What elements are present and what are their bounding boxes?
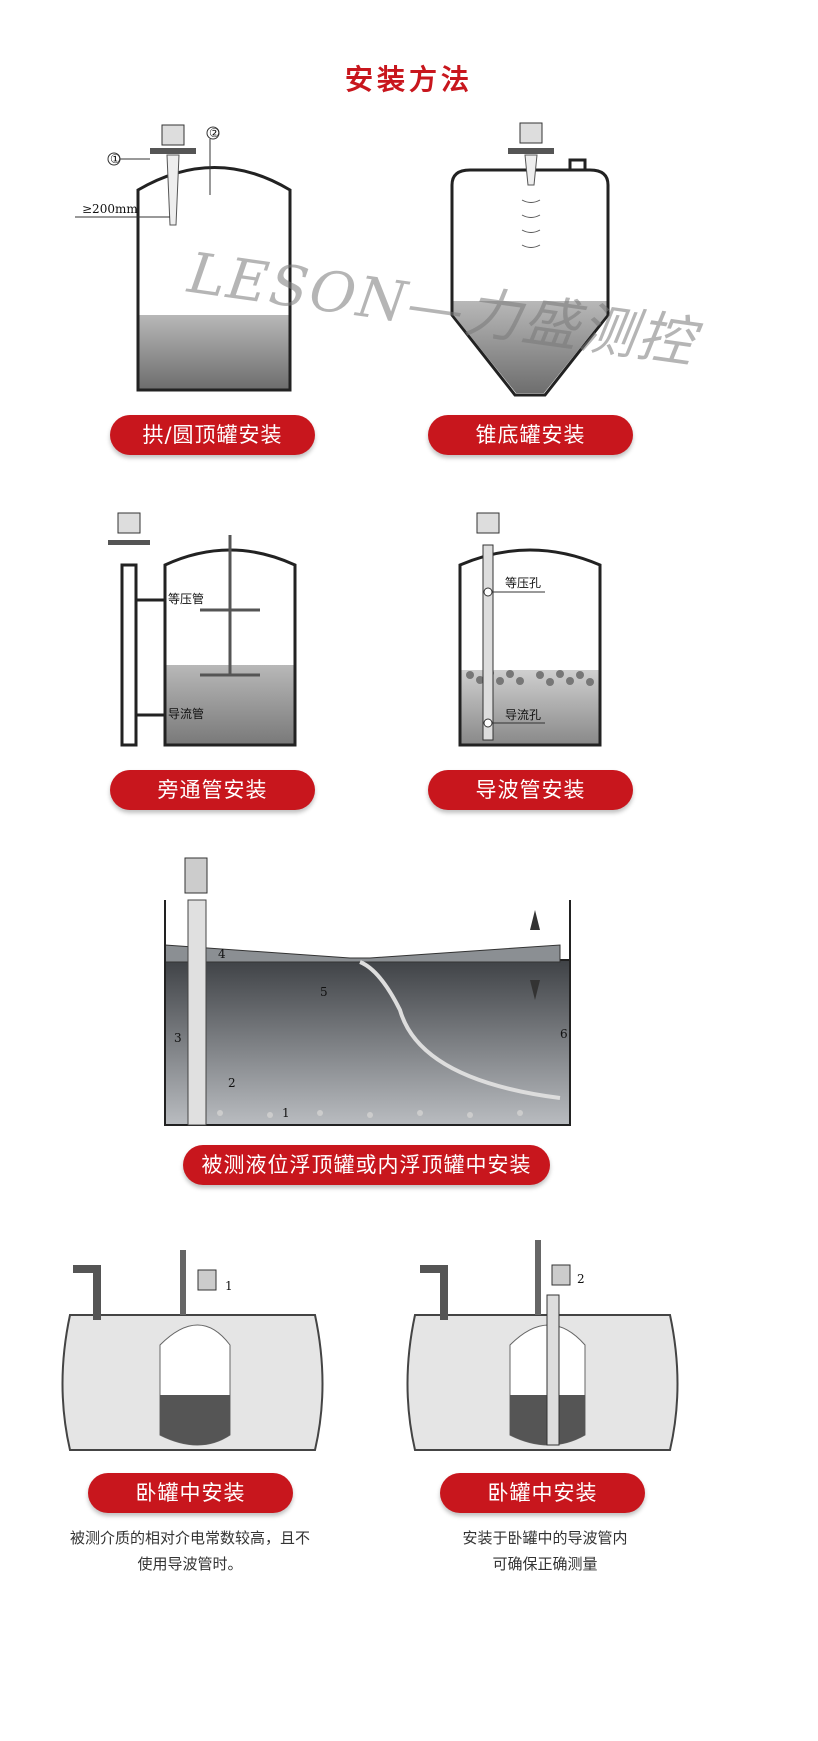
caption-line-2: 可确保正确测量 [492, 1555, 598, 1573]
section-label-bypass-pipe: 旁通管安装 [110, 770, 315, 810]
floating-roof-tank-diagram: 1 2 3 4 5 6 [164, 857, 571, 1126]
equalizing-pipe-label: 等压管 [168, 591, 204, 606]
section-label-dome-tank: 拱/圆顶罐安装 [110, 415, 315, 455]
caption-horizontal-tank-1: 被测介质的相对介电常数较高，且不 使用导波管时。 [40, 1525, 340, 1577]
dome-tank-diagram: ① ② ≥200mm [75, 124, 292, 392]
annotation-4: 4 [218, 947, 226, 961]
annotation-2-label: ② [209, 126, 220, 140]
caption-horizontal-tank-2: 安装于卧罐中的导波管内 可确保正确测量 [400, 1525, 690, 1577]
section-label-horizontal-tank-1: 卧罐中安装 [88, 1473, 293, 1513]
caption-line-1: 安装于卧罐中的导波管内 [462, 1529, 628, 1547]
annotation-1: 1 [225, 1279, 233, 1293]
annotation-2: 2 [228, 1076, 236, 1090]
section-label-stilling-well: 导波管安装 [428, 770, 633, 810]
annotation-2: 2 [577, 1272, 585, 1286]
section-label-horizontal-tank-2: 卧罐中安装 [440, 1473, 645, 1513]
stilling-well-diagram: 等压孔 导流孔 [458, 512, 602, 747]
flow-pipe-label: 导流管 [168, 706, 204, 721]
flow-hole-label: 导流孔 [505, 708, 541, 722]
cone-tank-diagram [450, 122, 610, 397]
page-title: 安装方法 [344, 63, 473, 96]
bypass-pipe-diagram: 等压管 导流管 [108, 512, 297, 747]
annotation-1: 1 [282, 1106, 290, 1120]
horizontal-tank-well-diagram: 2 [406, 1240, 679, 1451]
caption-line-2: 使用导波管时。 [137, 1555, 243, 1573]
section-label-floating-roof: 被测液位浮顶罐或内浮顶罐中安装 [183, 1145, 550, 1185]
horizontal-tank-radar-diagram: 1 [61, 1250, 324, 1451]
annotation-3: 3 [174, 1031, 182, 1045]
distance-label: ≥200mm [82, 202, 138, 216]
annotation-5: 5 [320, 985, 328, 999]
annotation-6: 6 [560, 1027, 568, 1041]
equalizing-hole-label: 等压孔 [505, 576, 541, 590]
annotation-1 [107, 152, 121, 166]
caption-line-1: 被测介质的相对介电常数较高，且不 [69, 1529, 310, 1547]
annotation-1-label: ① [110, 152, 121, 166]
section-label-cone-tank: 锥底罐安装 [428, 415, 633, 455]
